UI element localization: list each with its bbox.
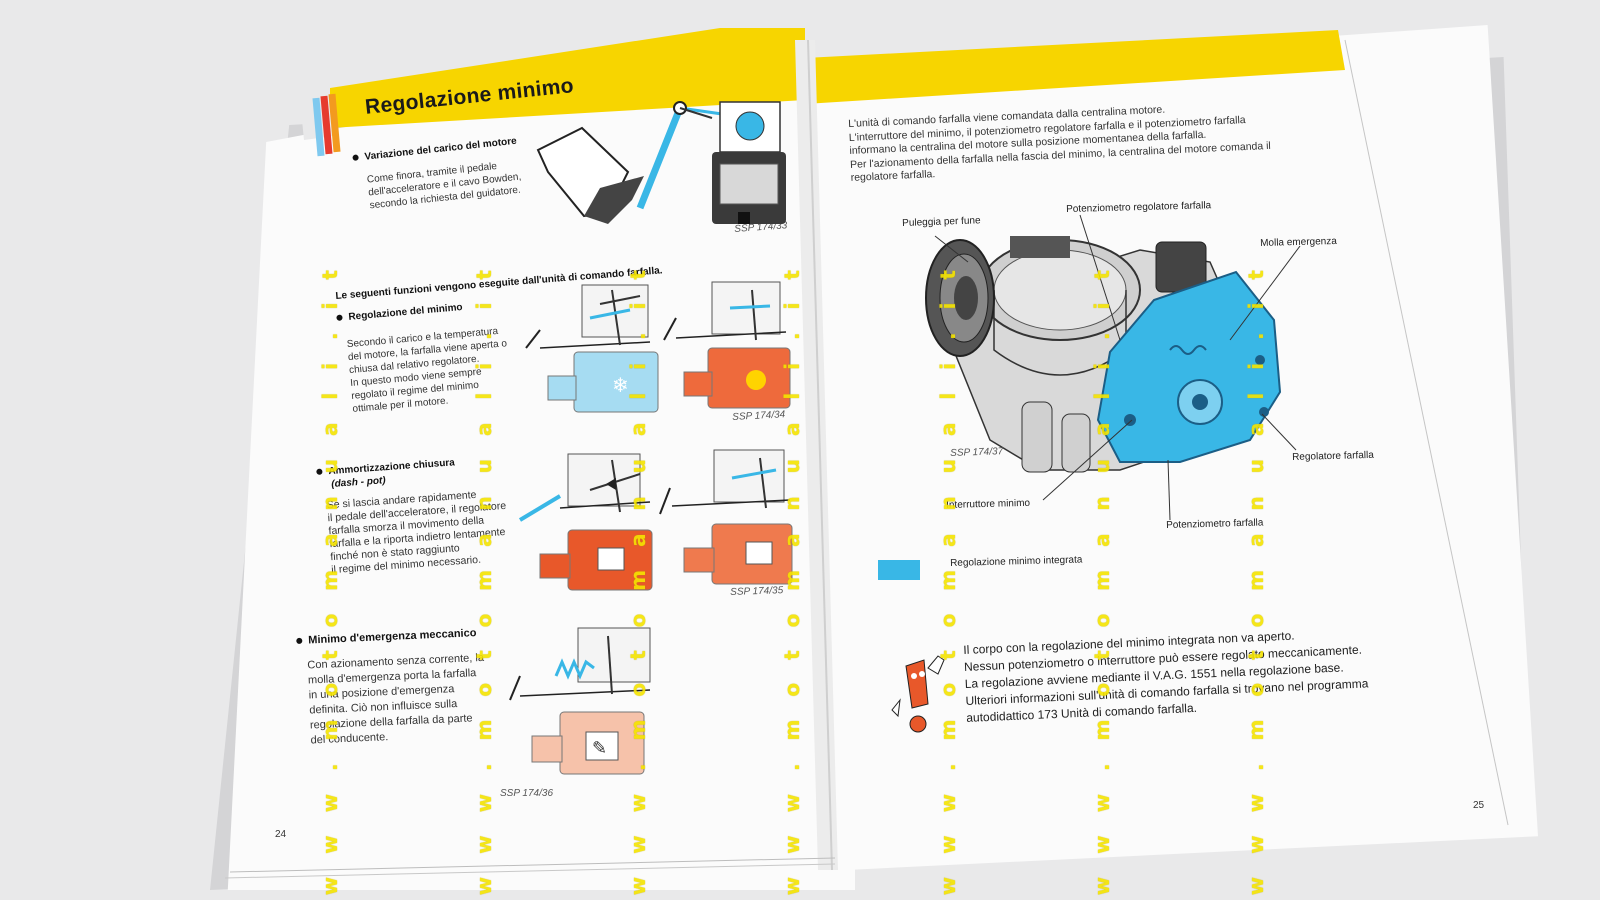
callout-regolatore: Regolatore farfalla xyxy=(1292,449,1374,463)
watermark: w w w . m o t o m a n u a l i . i t xyxy=(1244,262,1268,896)
dashpot-illus-2 xyxy=(659,449,793,585)
svg-text:❄: ❄ xyxy=(612,373,629,397)
page-number-left: 24 xyxy=(275,829,287,840)
emergency-illus: ✎ xyxy=(509,627,651,775)
warning-mascot-icon xyxy=(891,655,945,733)
pedal-illustration xyxy=(536,101,751,224)
callout-molla: Molla emergenza xyxy=(1260,235,1337,249)
watermark: w w w . m o t o m a n u a l i . i t xyxy=(1090,262,1114,896)
watermark: w w w . m o t o m a n u a l i . i t xyxy=(472,262,496,896)
svg-text:✎: ✎ xyxy=(592,738,607,759)
idle-illus-hot xyxy=(663,281,791,409)
dashpot-illus-1 xyxy=(518,453,653,591)
legend-swatch xyxy=(878,560,920,580)
watermark: w w w . m o t o m a n u a l i . i t xyxy=(626,262,650,896)
integrated-idle-unit xyxy=(1096,270,1282,463)
watermark: w w w . m o t o m a n u a l i . i t xyxy=(318,262,342,896)
watermark: w w w . m o t o m a n u a l i . i t xyxy=(780,262,804,896)
idle-illus-cold: ❄ xyxy=(525,284,659,413)
watermark: w w w . m o t o m a n u a l i . i t xyxy=(936,262,960,896)
page-number-right: 25 xyxy=(1473,800,1485,811)
throttle-body-small xyxy=(712,101,786,224)
ssp-label-36: SSP 174/36 xyxy=(500,788,554,799)
important-note: Il corpo con la regolazione del minimo i… xyxy=(963,624,1369,727)
